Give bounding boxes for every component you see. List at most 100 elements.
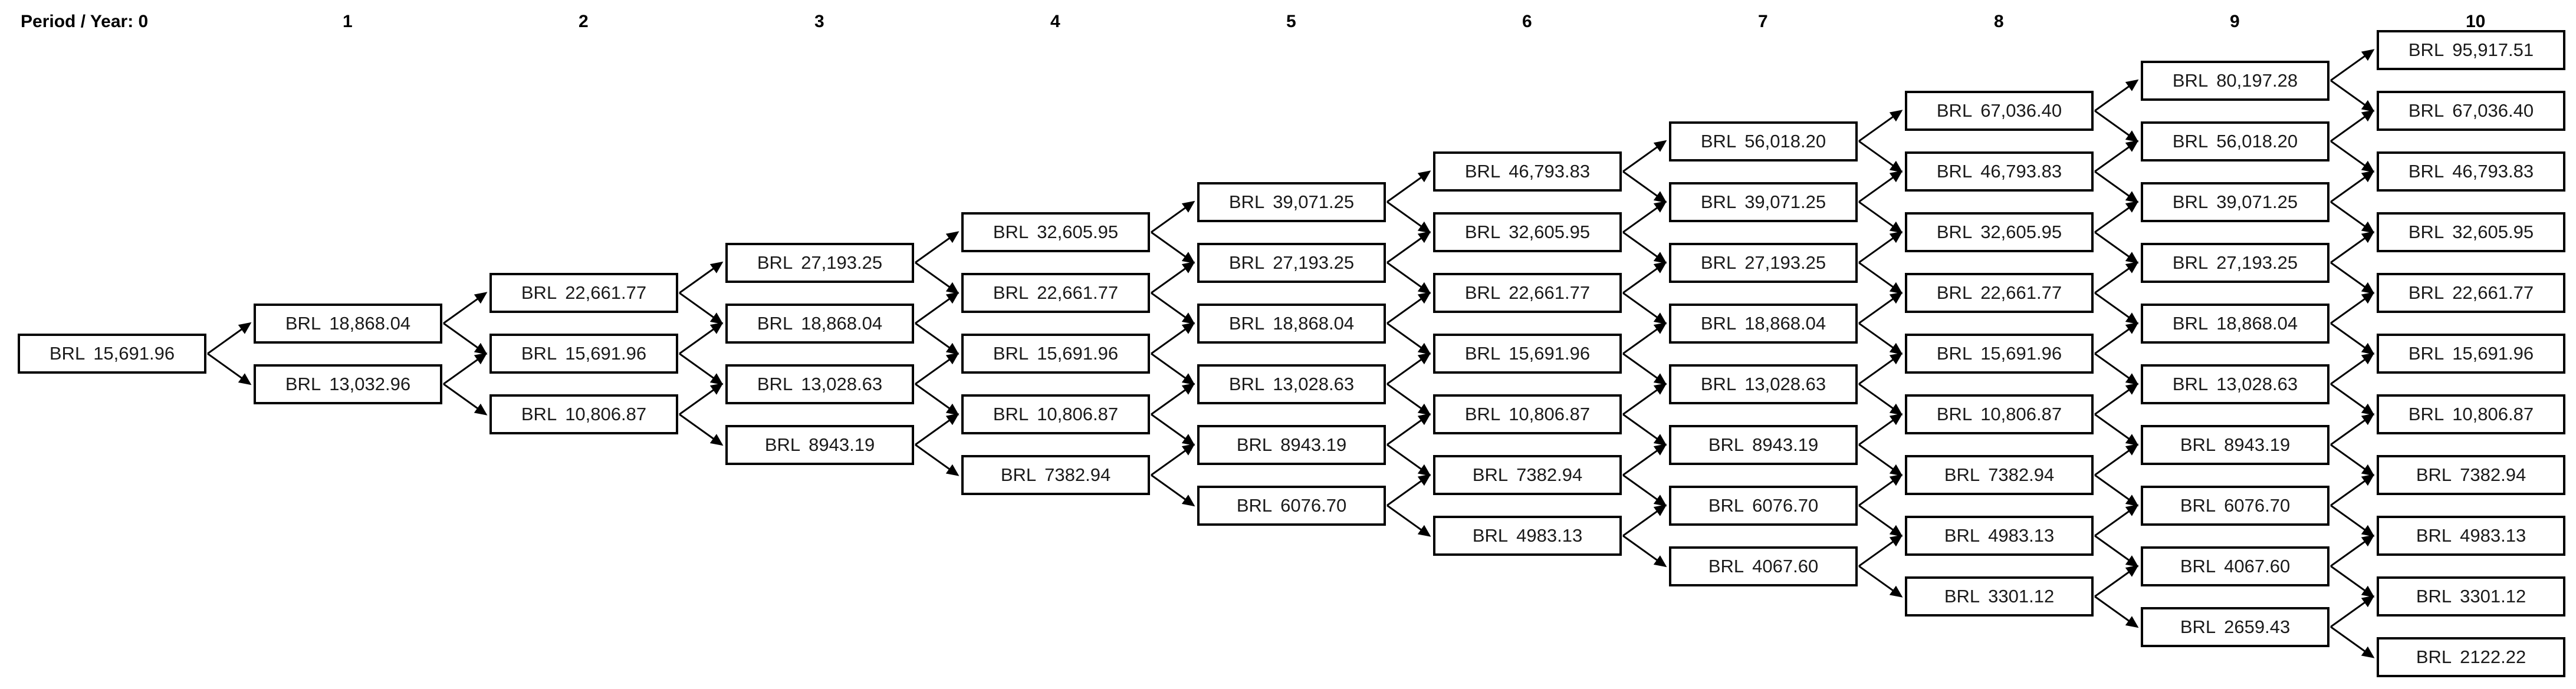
currency-label: BRL <box>1228 312 1265 334</box>
currency-label: BRL <box>1228 252 1265 273</box>
node-amount: 32,605.95 <box>2452 222 2534 242</box>
period-header-4: 4 <box>1050 12 1060 31</box>
period-header-0: Period / Year: 0 <box>21 12 149 31</box>
node-amount: 4983.13 <box>1988 525 2055 546</box>
currency-label: BRL <box>1936 161 1973 182</box>
currency-label: BRL <box>764 434 801 455</box>
currency-label: BRL <box>1236 434 1273 455</box>
currency-label: BRL <box>1936 282 1973 303</box>
currency-label: BRL <box>757 252 793 273</box>
tree-node[interactable]: BRL 46,793.83 <box>1905 151 2094 192</box>
node-amount: 4067.60 <box>1752 555 1819 576</box>
node-amount: 8943.19 <box>1280 434 1347 455</box>
node-amount: 13,032.96 <box>329 373 411 394</box>
node-amount: 13,028.63 <box>801 373 883 394</box>
node-amount: 67,036.40 <box>1980 100 2062 121</box>
node-amount: 4983.13 <box>1516 525 1583 546</box>
currency-label: BRL <box>2416 647 2452 667</box>
node-amount: 46,793.83 <box>1980 161 2062 182</box>
node-amount: 7382.94 <box>1988 464 2055 485</box>
period-header-9: 9 <box>2230 12 2240 31</box>
currency-label: BRL <box>285 373 321 394</box>
node-amount: 6076.70 <box>1280 495 1347 516</box>
currency-label: BRL <box>2172 191 2209 212</box>
tree-node[interactable]: BRL 8943.19 <box>1197 424 1386 465</box>
node-amount: 15,691.96 <box>1980 343 2062 364</box>
currency-label: BRL <box>1700 130 1737 151</box>
node-amount: 15,691.96 <box>1509 343 1591 364</box>
currency-label: BRL <box>2416 464 2452 485</box>
node-amount: 15,691.96 <box>1037 343 1119 364</box>
period-header-8: 8 <box>1994 12 2004 31</box>
tree-node[interactable]: BRL 13,032.96 <box>254 364 442 404</box>
node-amount: 10,806.87 <box>1037 404 1119 424</box>
node-amount: 27,193.25 <box>1744 252 1826 273</box>
currency-label: BRL <box>285 312 321 334</box>
node-amount: 13,028.63 <box>1744 373 1826 394</box>
